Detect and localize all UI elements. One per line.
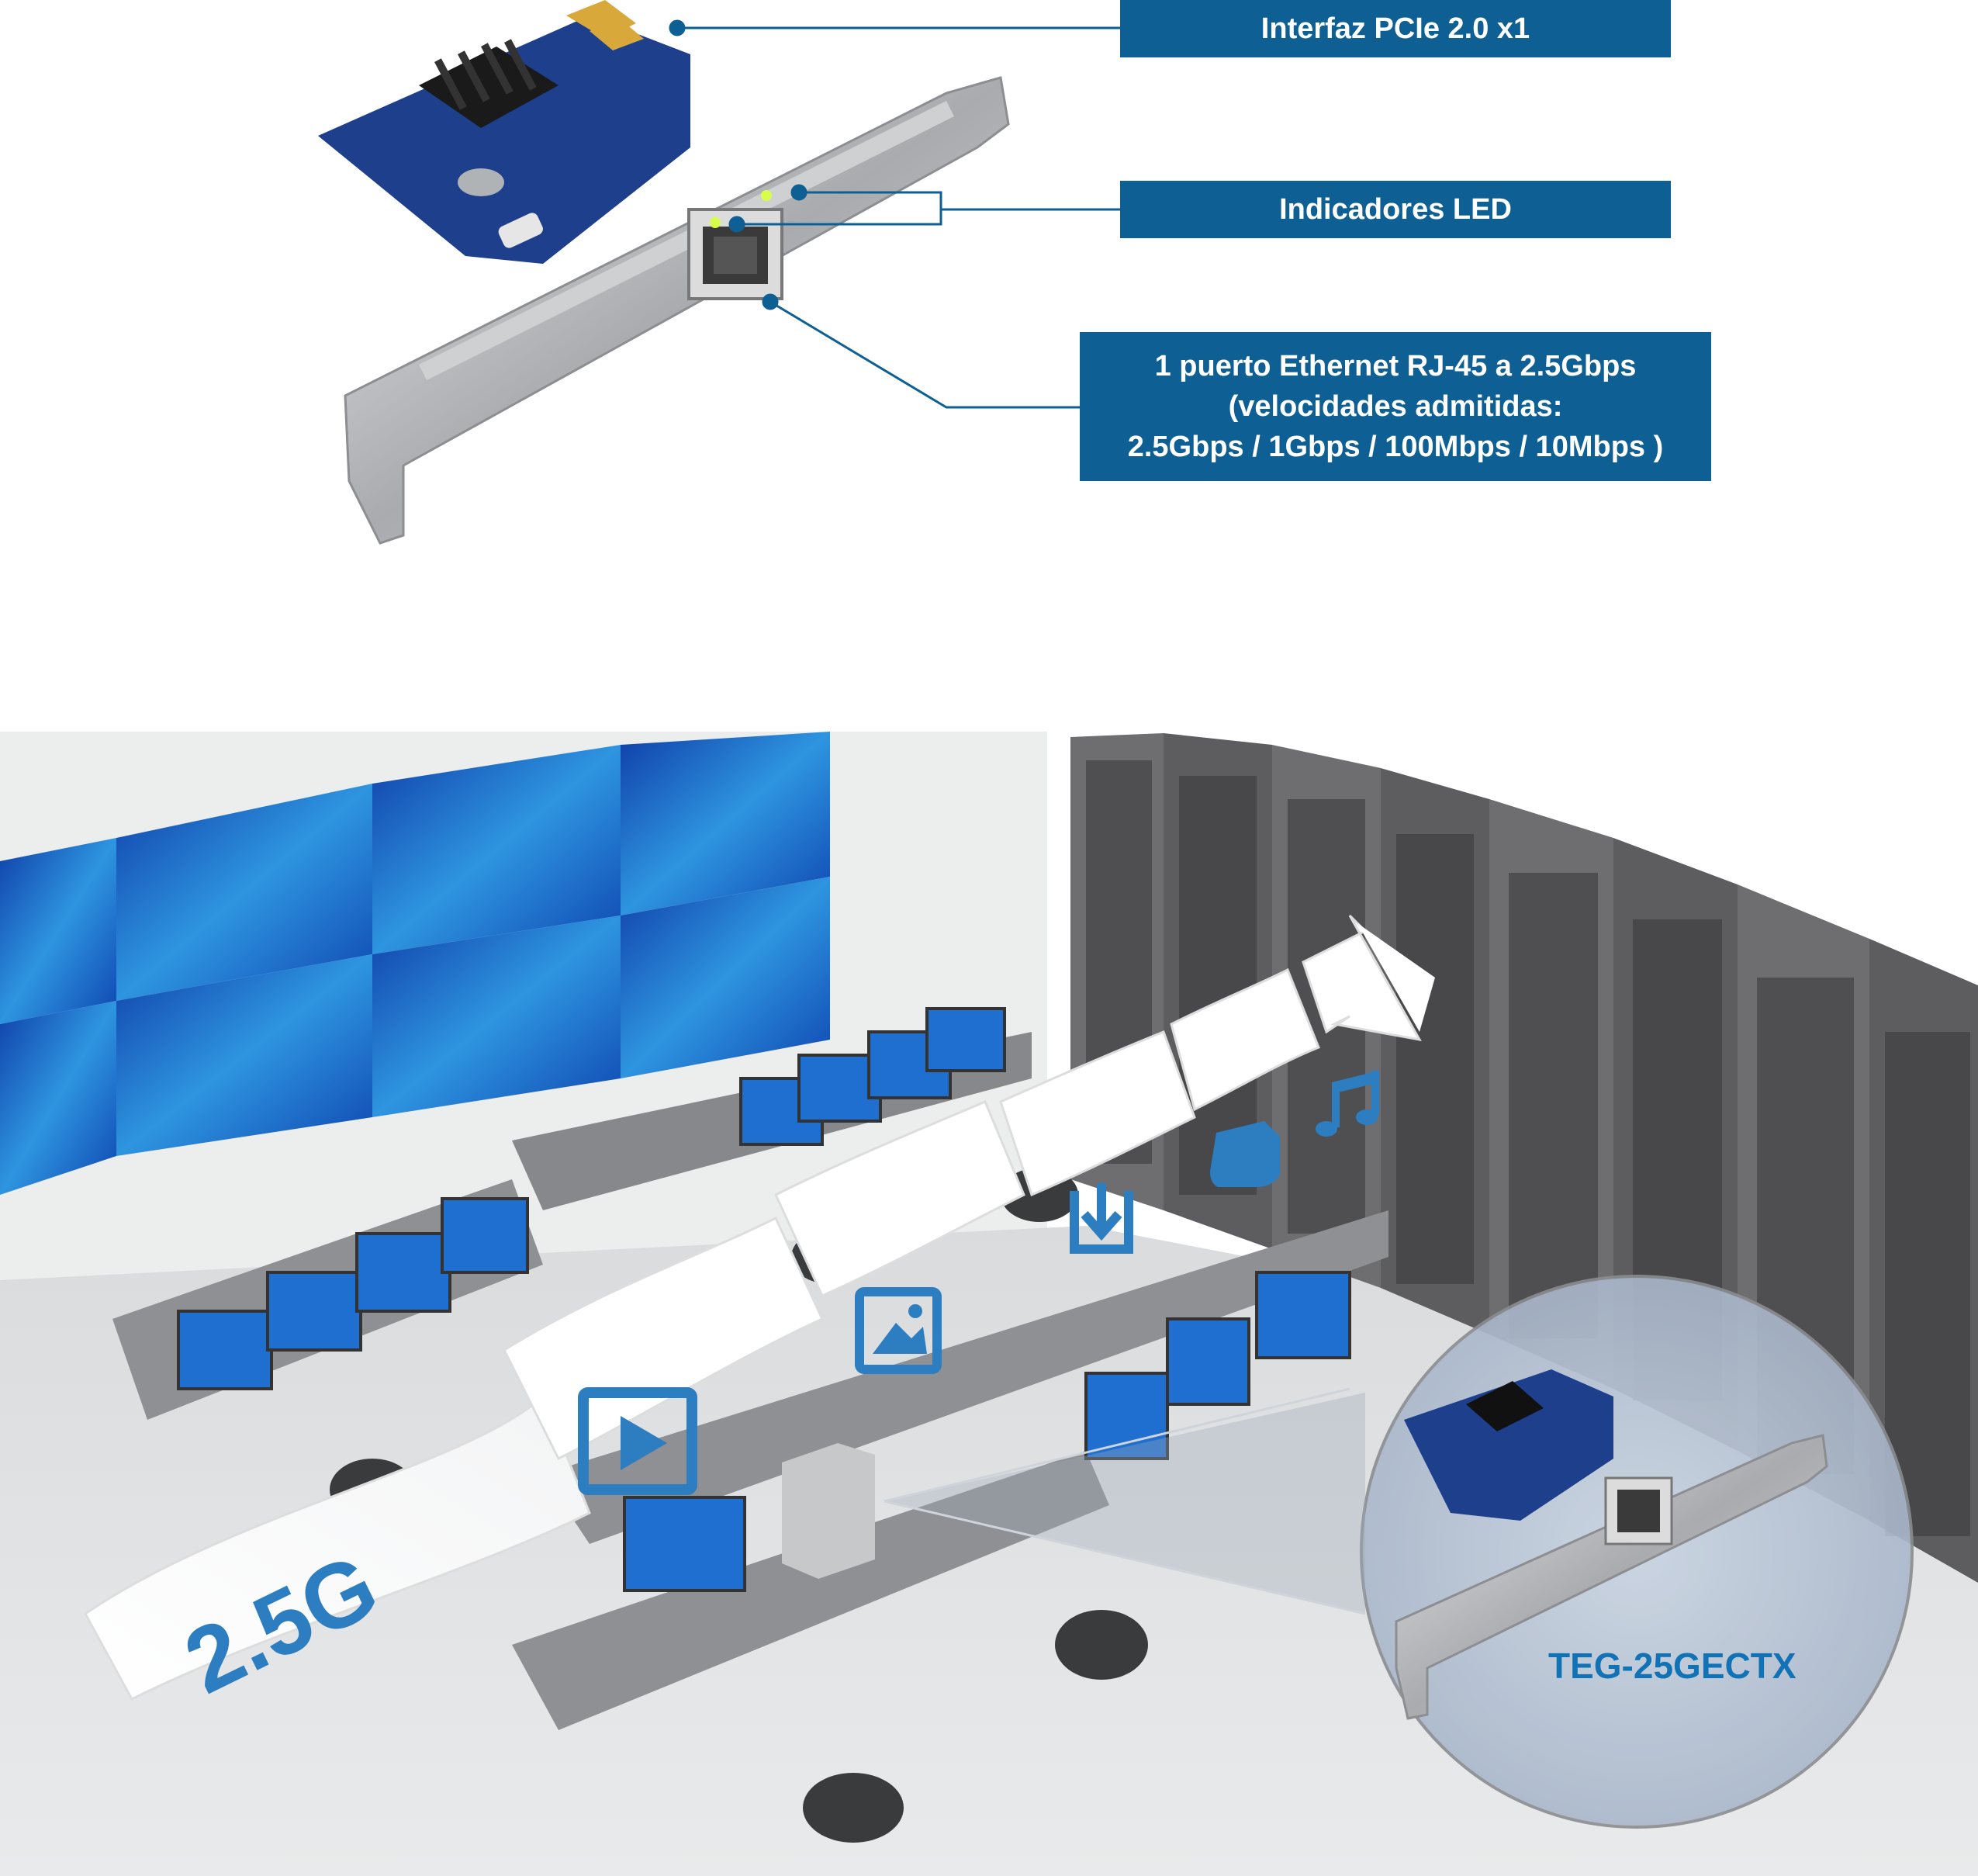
led-indicators-label: Indicadores LED <box>1279 192 1512 226</box>
model-label: TEG-25GECTX <box>1548 1646 1796 1686</box>
ethernet-port-line3: 2.5Gbps / 1Gbps / 100Mbps / 10Mbps ) <box>1127 431 1664 463</box>
led-indicator <box>761 190 772 201</box>
monitors <box>177 1007 1351 1592</box>
magnifier-bubble <box>884 1275 1914 1829</box>
callout-leaders <box>669 19 1120 409</box>
led-indicator <box>710 217 721 228</box>
pcie-card-illustration <box>318 0 1010 545</box>
pcie-interface-callout: Interfaz PCIe 2.0 x1 <box>1120 0 1671 57</box>
led-indicators-callout: Indicadores LED <box>1120 181 1671 238</box>
image-icon <box>855 1287 942 1374</box>
pcie-interface-label: Interfaz PCIe 2.0 x1 <box>1260 12 1530 45</box>
document-icon <box>1210 1121 1280 1187</box>
computer-tower <box>782 1443 875 1579</box>
music-icon <box>1316 1071 1379 1137</box>
video-icon <box>578 1387 697 1495</box>
ethernet-port-line1: 1 puerto Ethernet RJ-45 a 2.5Gbps <box>1154 350 1637 382</box>
metal-bracket <box>344 76 1010 545</box>
ethernet-port-line2: (velocidades admitidas: <box>1228 390 1563 423</box>
heatsink <box>419 39 558 128</box>
pcb-board <box>318 16 690 264</box>
video-wall <box>0 732 830 1195</box>
control-room-scene <box>0 732 1978 1876</box>
download-icon <box>1070 1183 1133 1254</box>
ethernet-port-callout: 1 puerto Ethernet RJ-45 a 2.5Gbps (veloc… <box>1080 332 1711 481</box>
server-racks <box>1070 733 1978 1583</box>
